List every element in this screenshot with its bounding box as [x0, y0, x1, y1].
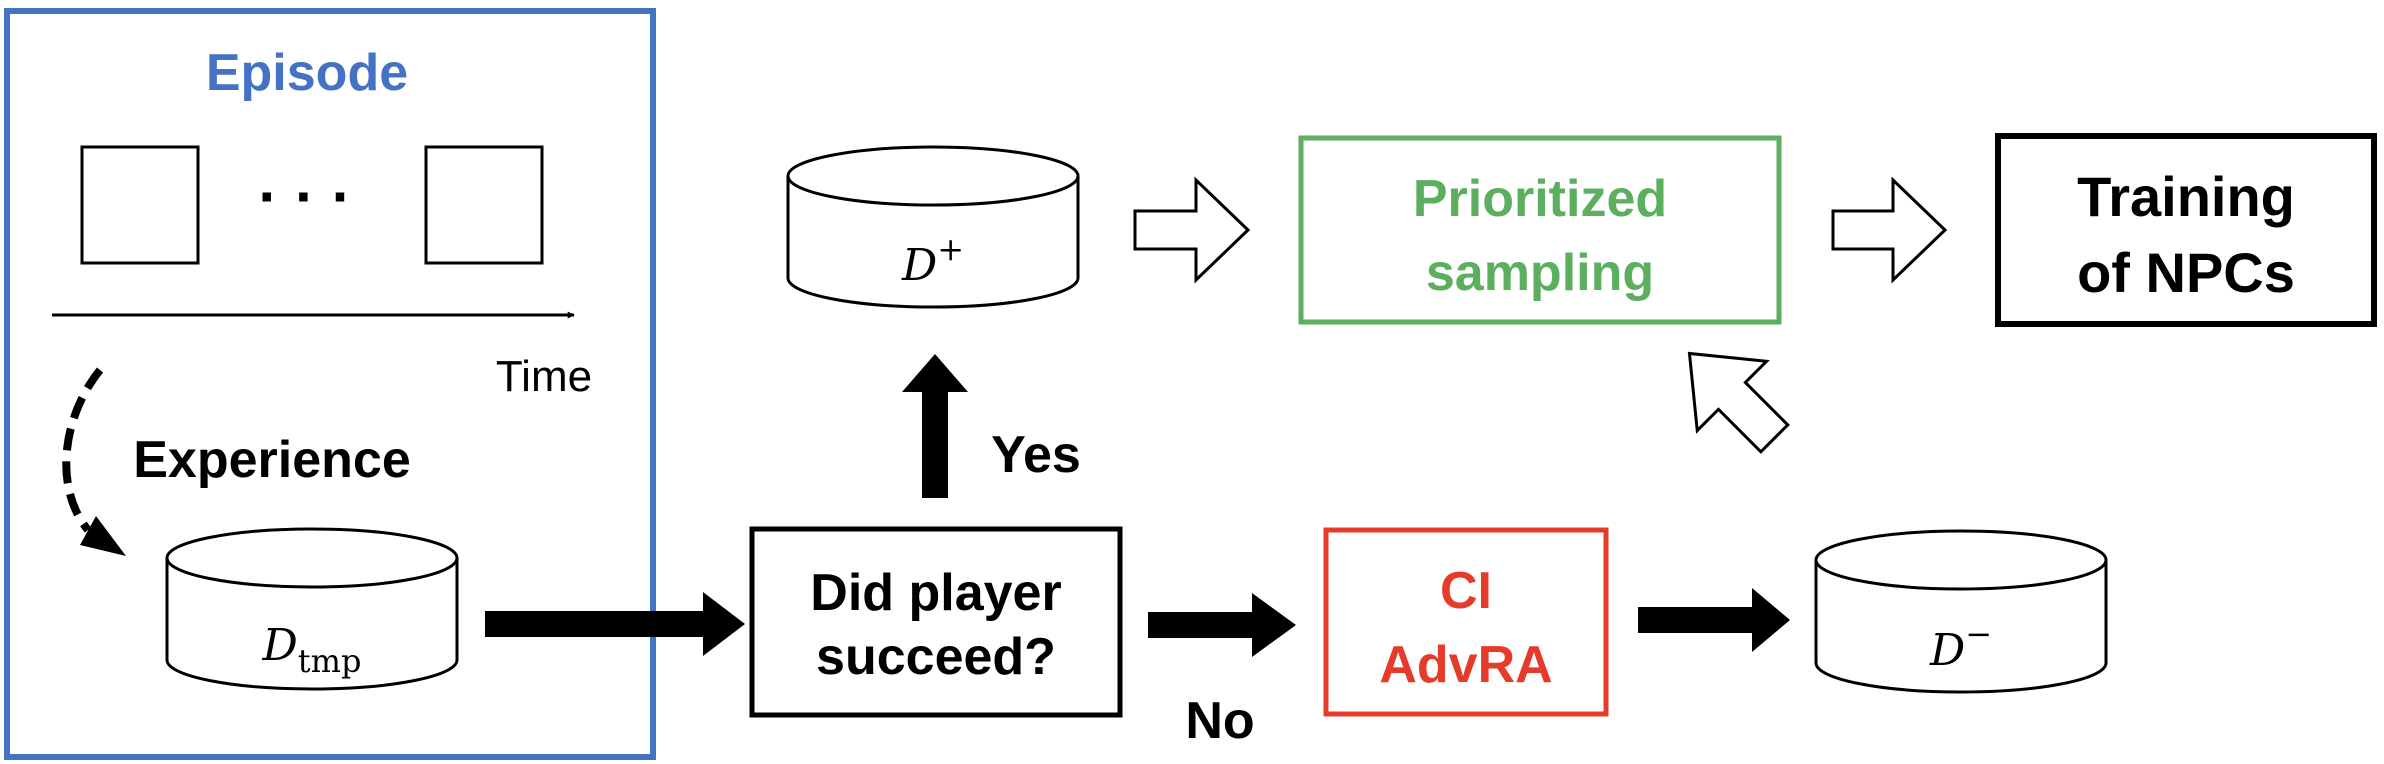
no-label: No — [1185, 692, 1254, 750]
arrow-advra-to-dminus — [1638, 588, 1790, 652]
d-tmp-label: Dtmp — [262, 620, 362, 680]
d-plus-label: D+ — [901, 230, 964, 291]
arrow-no-right — [1148, 593, 1296, 657]
advra-text-line1: CI — [1440, 562, 1492, 620]
hollow-arrow-sampling-to-training — [1831, 176, 1948, 284]
advra-text-line2: AdvRA — [1379, 636, 1552, 694]
database-d-tmp: Dtmp — [165, 527, 459, 691]
hollow-arrow-dminus-to-sampling — [1687, 351, 1790, 454]
arrow-tmp-to-decision — [485, 592, 745, 656]
d-minus-label: D− — [1929, 615, 1992, 676]
episode-border — [4, 8, 656, 760]
decision-box: Did player succeed? — [749, 526, 1123, 718]
episode-step-box-last — [424, 145, 544, 265]
prioritized-text-line2: sampling — [1426, 244, 1654, 302]
episode-title: Episode — [206, 44, 408, 102]
training-text-line2: of NPCs — [2077, 241, 2295, 304]
prioritized-text-line1: Prioritized — [1413, 170, 1667, 228]
decision-text-line2: succeed? — [816, 628, 1056, 686]
training-npcs-box: Training of NPCs — [1995, 133, 2377, 327]
episode-panel: Episode · · · Time Experience Dtmp — [4, 8, 656, 760]
database-d-plus: D+ — [786, 145, 1080, 309]
experience-label: Experience — [133, 431, 411, 489]
database-d-minus: D− — [1814, 529, 2108, 694]
prioritized-sampling-box: Prioritized sampling — [1298, 135, 1782, 325]
yes-label: Yes — [991, 426, 1081, 484]
arrow-yes-up — [902, 354, 968, 498]
experience-dashed-arrow — [62, 367, 104, 533]
episode-ellipsis: · · · — [258, 163, 351, 230]
hollow-arrow-dplus-to-sampling — [1133, 176, 1251, 284]
time-label: Time — [496, 352, 592, 401]
ci-advra-box: CI AdvRA — [1323, 527, 1609, 717]
decision-text-line1: Did player — [810, 564, 1061, 622]
episode-step-box-first — [80, 145, 200, 265]
training-text-line1: Training — [2077, 165, 2295, 228]
experience-arrowhead-icon — [80, 516, 126, 556]
